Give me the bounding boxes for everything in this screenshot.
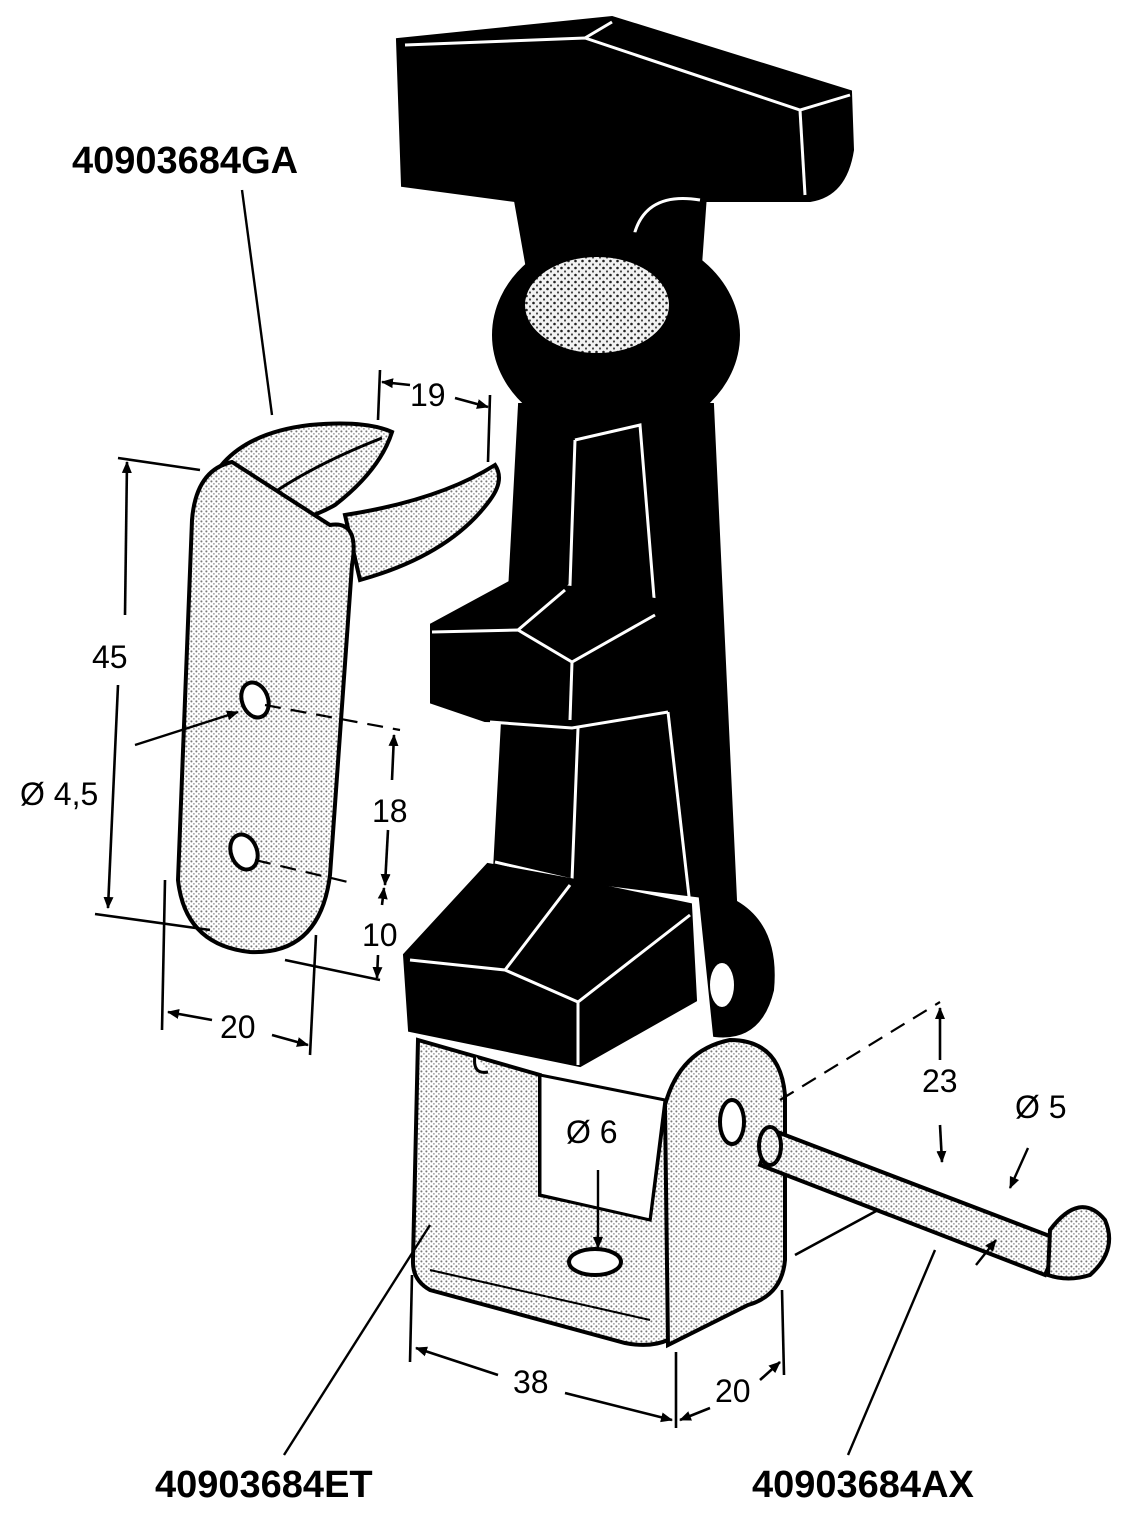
hook-part xyxy=(175,421,501,955)
dim-bracket-depth: 20 xyxy=(715,1373,751,1409)
dim-bracket-hole-dia: Ø 6 xyxy=(566,1114,618,1150)
dim-hook-hole-bottom: 10 xyxy=(362,917,398,953)
hook-part-number: 40903684GA xyxy=(72,140,298,182)
dim-hook-height: 45 xyxy=(92,639,128,675)
dim-pin-dia: Ø 5 xyxy=(1015,1089,1067,1125)
dim-hook-width: 20 xyxy=(220,1009,256,1045)
dimension-lines xyxy=(94,369,1030,1428)
dim-hook-hole-dia: Ø 4,5 xyxy=(20,776,98,812)
pin-part xyxy=(757,1125,1112,1281)
bracket-part xyxy=(410,1037,787,1349)
part-label-leaders xyxy=(240,189,937,1456)
dim-hook-gap: 19 xyxy=(410,377,446,413)
pin-part-number: 40903684AX xyxy=(752,1464,975,1506)
t-handle-latch-body xyxy=(395,15,855,1068)
dim-bracket-width: 38 xyxy=(513,1364,549,1400)
bracket-part-number: 40903684ET xyxy=(155,1464,373,1506)
dim-hook-hole-spacing: 18 xyxy=(372,793,408,829)
dim-pin-height: 23 xyxy=(922,1063,958,1099)
